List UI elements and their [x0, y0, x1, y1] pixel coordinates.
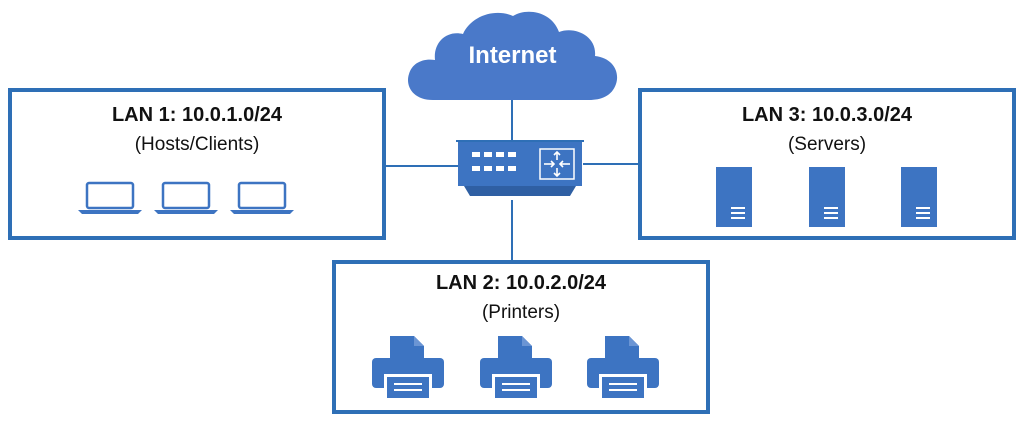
lan-3-title: LAN 3: 10.0.3.0/24 [741, 104, 913, 126]
lan-1-title: LAN 1: 10.0.1.0/24 [111, 104, 283, 126]
cloud-icon [408, 11, 618, 101]
server-icon [809, 167, 845, 227]
server-icon [716, 167, 752, 227]
laptop-icon [78, 181, 142, 214]
lan-3-subtitle: (Servers) [787, 134, 867, 155]
printer-icon [372, 336, 444, 400]
router-switch-icon [456, 140, 584, 196]
lan-1-subtitle: (Hosts/Clients) [134, 134, 260, 155]
printer-icon [480, 336, 552, 400]
printer-icon [587, 336, 659, 400]
lan-2-title: LAN 2: 10.0.2.0/24 [435, 272, 607, 294]
lan-3-box: LAN 3: 10.0.3.0/24 (Servers) [638, 88, 1016, 240]
laptop-icon [154, 181, 218, 214]
laptop-icon [230, 181, 294, 214]
server-icon [901, 167, 937, 227]
lan-1-box: LAN 1: 10.0.1.0/24 (Hosts/Clients) [8, 88, 386, 240]
lan-2-box: LAN 2: 10.0.2.0/24 (Printers) [332, 260, 710, 414]
internet-label: Internet [468, 42, 557, 69]
lan-2-subtitle: (Printers) [481, 302, 561, 323]
